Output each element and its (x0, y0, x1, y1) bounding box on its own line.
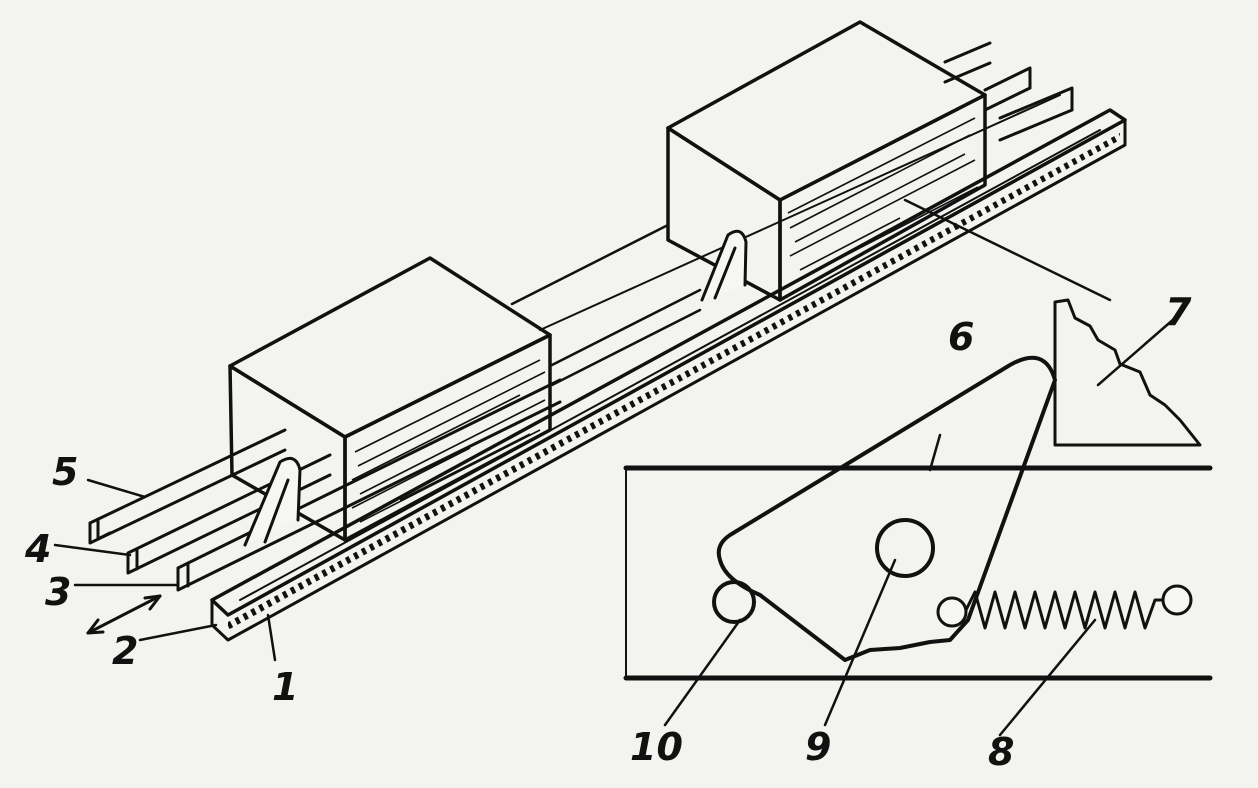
detail-box-corner (1053, 298, 1202, 447)
label-8: 8 (988, 730, 1014, 774)
pivot-pin (875, 518, 935, 578)
rail-4 (126, 66, 1032, 575)
rail-2-between-boxes (510, 223, 702, 387)
spring (936, 584, 1193, 630)
rail-3 (176, 86, 1074, 592)
label-4: 4 (24, 527, 51, 571)
label-9: 9 (805, 725, 831, 769)
rail-5 (88, 41, 992, 545)
label-2: 2 (112, 629, 138, 673)
pusher-dog-left (243, 456, 302, 547)
pusher-dog-right (700, 229, 748, 302)
label-3: 3 (45, 570, 71, 614)
stop-pin (712, 580, 756, 624)
label-10: 10 (630, 725, 683, 769)
motion-direction-arrow (86, 594, 162, 635)
label-1: 1 (272, 665, 298, 709)
detail-rail-section (623, 465, 1213, 681)
label-7: 7 (1165, 290, 1192, 334)
box-left (228, 256, 552, 542)
label-6: 6 (948, 315, 974, 359)
label-5: 5 (52, 450, 78, 494)
box-right (666, 20, 987, 302)
